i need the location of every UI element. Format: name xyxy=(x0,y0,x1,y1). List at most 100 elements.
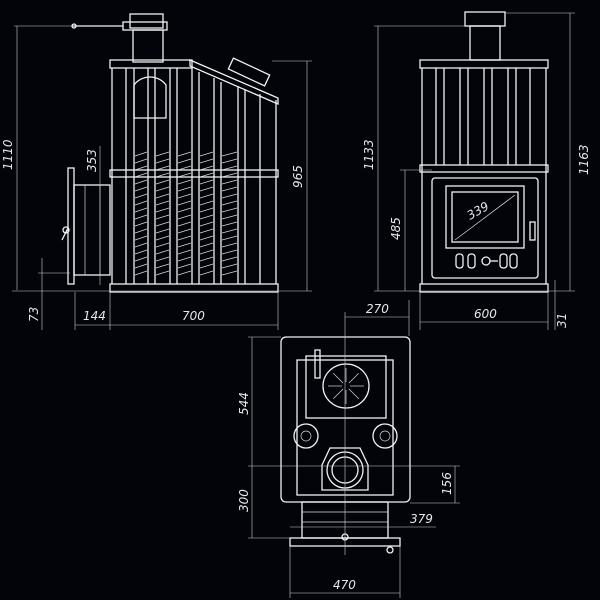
stone-hatch xyxy=(199,249,214,255)
stone-hatch xyxy=(177,221,192,227)
stone-hatch xyxy=(221,158,238,164)
stone-hatch xyxy=(199,186,214,192)
stone-hatch xyxy=(199,151,214,157)
stone-hatch xyxy=(199,193,214,199)
stone-hatch xyxy=(134,158,148,164)
stone-hatch xyxy=(221,256,238,262)
front-view xyxy=(419,11,549,293)
dim-1110: 1110 xyxy=(1,139,15,170)
stone-hatch xyxy=(155,249,170,255)
dim-1163: 1163 xyxy=(577,144,591,175)
stone-hatch xyxy=(177,151,192,157)
vent-spoke xyxy=(333,388,344,399)
stone-hatch xyxy=(134,193,148,199)
side-dimension-lines xyxy=(12,25,312,330)
dim-353: 353 xyxy=(85,149,99,172)
stone-hatch xyxy=(199,179,214,185)
stone-hatch xyxy=(177,214,192,220)
stone-hatch xyxy=(199,263,214,269)
stone-hatch xyxy=(177,165,192,171)
stone-hatch xyxy=(199,228,214,234)
stone-hatch xyxy=(155,207,170,213)
stone-hatch xyxy=(177,193,192,199)
stone-hatch xyxy=(134,249,148,255)
stone-hatch xyxy=(221,242,238,248)
stone-hatch xyxy=(155,228,170,234)
dim-470: 470 xyxy=(333,578,356,592)
stone-hatch xyxy=(155,242,170,248)
stone-hatch xyxy=(134,172,148,178)
dim-300: 300 xyxy=(237,489,251,512)
dim-965: 965 xyxy=(291,165,305,188)
stone-hatch xyxy=(199,256,214,262)
stone-hatch xyxy=(155,235,170,241)
vent-spoke xyxy=(348,388,359,399)
stone-hatch xyxy=(221,207,238,213)
stone-hatch xyxy=(134,151,148,157)
stone-hatch xyxy=(177,172,192,178)
stone-hatch xyxy=(177,242,192,248)
stone-hatch xyxy=(199,235,214,241)
stone-hatch xyxy=(177,228,192,234)
stone-hatch xyxy=(221,228,238,234)
stone-hatch xyxy=(221,179,238,185)
stone-hatch xyxy=(155,263,170,269)
stone-hatch xyxy=(155,158,170,164)
dim-270: 270 xyxy=(366,302,389,316)
stone-hatch xyxy=(199,270,214,276)
stone-hatch xyxy=(221,186,238,192)
stone-hatch xyxy=(134,242,148,248)
dim-700: 700 xyxy=(182,309,205,323)
stone-hatch xyxy=(177,200,192,206)
stone-hatch xyxy=(177,207,192,213)
stone-hatch xyxy=(155,179,170,185)
stone-hatch xyxy=(155,193,170,199)
stone-hatch xyxy=(221,193,238,199)
stone-hatch xyxy=(221,151,238,157)
stone-hatch xyxy=(199,165,214,171)
stone-hatch xyxy=(221,270,238,276)
stone-hatch xyxy=(155,172,170,178)
stone-hatch xyxy=(177,158,192,164)
dim-544: 544 xyxy=(237,392,251,415)
stone-hatch xyxy=(155,221,170,227)
stone-hatch xyxy=(155,200,170,206)
dim-485: 485 xyxy=(389,217,403,240)
stone-hatch xyxy=(177,235,192,241)
stone-hatch xyxy=(134,235,148,241)
stone-hatch xyxy=(134,186,148,192)
stone-hatch xyxy=(134,221,148,227)
stone-hatch xyxy=(134,200,148,206)
stone-hatch xyxy=(134,214,148,220)
stone-hatch xyxy=(199,158,214,164)
dim-144: 144 xyxy=(83,309,106,323)
stone-hatch xyxy=(134,228,148,234)
stone-hatch xyxy=(221,165,238,171)
stone-hatch xyxy=(155,214,170,220)
stone-hatch xyxy=(221,235,238,241)
stone-hatch xyxy=(155,165,170,171)
dim-31: 31 xyxy=(555,313,569,328)
stone-hatch xyxy=(134,165,148,171)
stone-hatch xyxy=(221,263,238,269)
stone-hatch xyxy=(221,249,238,255)
stone-hatch xyxy=(221,172,238,178)
stone-hatch xyxy=(199,207,214,213)
stone-hatch xyxy=(177,179,192,185)
dim-73: 73 xyxy=(27,307,41,322)
dim-379: 379 xyxy=(410,512,433,526)
stone-hatch xyxy=(221,200,238,206)
stone-hatch xyxy=(177,263,192,269)
stone-hatch xyxy=(199,172,214,178)
stone-hatch xyxy=(155,270,170,276)
stone-hatch xyxy=(199,200,214,206)
stone-hatch xyxy=(134,179,148,185)
dim-156: 156 xyxy=(440,472,454,495)
dim-1133: 1133 xyxy=(362,139,376,170)
top-dimension-lines xyxy=(248,300,460,598)
stone-hatch xyxy=(134,270,148,276)
dim-339: 339 xyxy=(465,199,492,223)
vent-spoke xyxy=(333,373,344,384)
